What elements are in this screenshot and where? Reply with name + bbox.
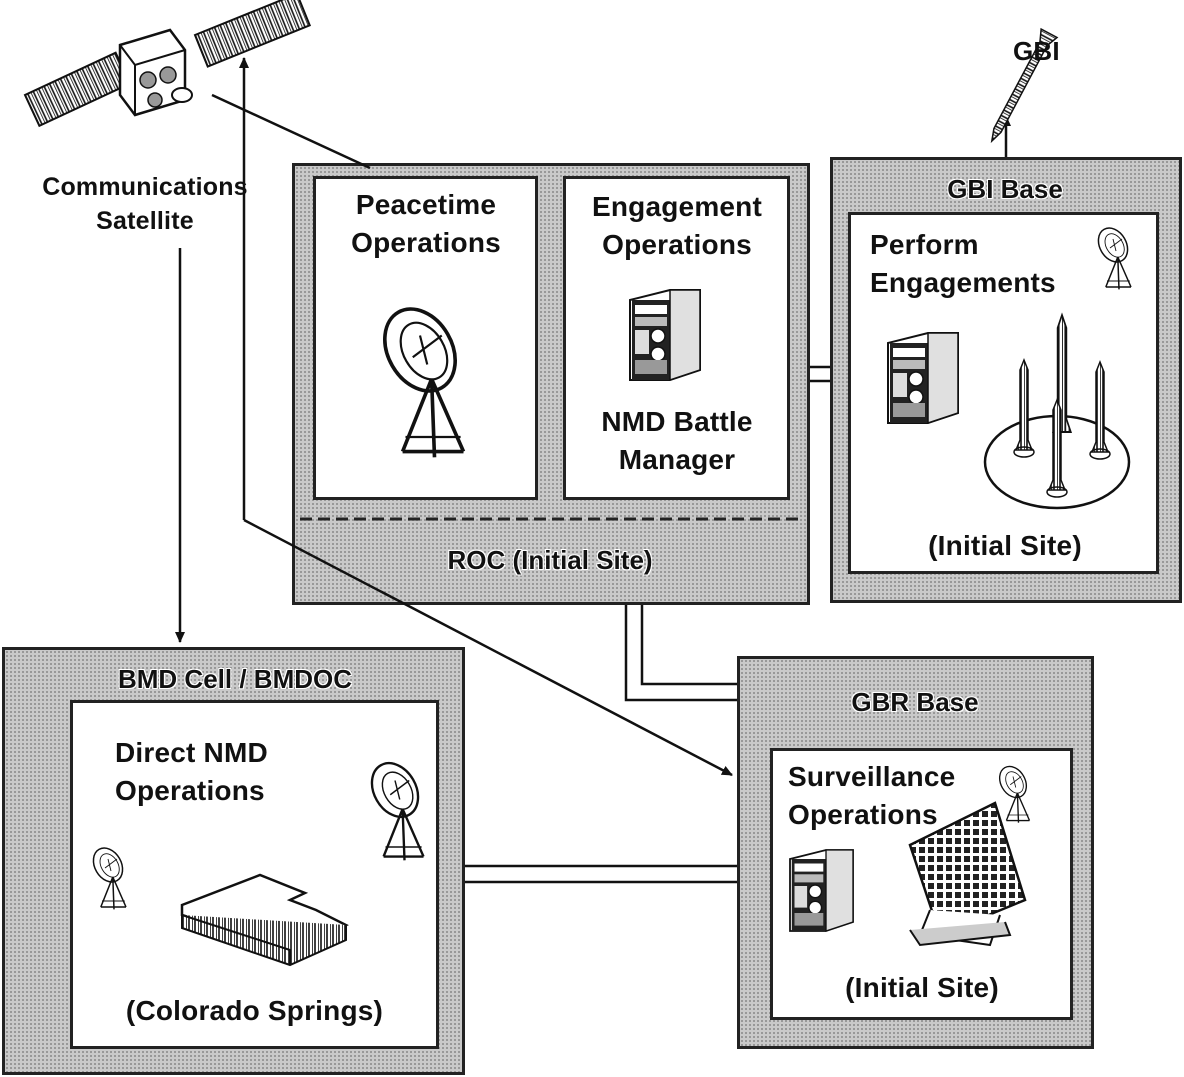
connector-bmd-gbr: [465, 864, 737, 884]
equipment-cabinet-icon: [629, 289, 701, 381]
line-satellite-to-roc: [211, 93, 371, 170]
bmd-cell-site: (Colorado Springs): [125, 995, 384, 1026]
gbi-base-site: (Initial Site): [928, 530, 1082, 561]
bmd-cell-panel: [70, 700, 439, 1049]
gbi-base-title: Perform Engagements: [870, 229, 1056, 298]
gbi-base-header: GBI Base: [947, 174, 1063, 204]
phased-array-radar-icon: [908, 801, 1027, 947]
satellite-icon: [23, 0, 312, 128]
small-antenna-icon: [993, 760, 1033, 824]
gbr-base-title: Surveillance Operations: [788, 761, 956, 830]
battle-manager-label: NMD Battle Manager: [601, 406, 753, 475]
connector-roc-gbr: [624, 605, 737, 702]
engagement-operations-label: Engagement Operations: [591, 191, 763, 260]
equipment-cabinet-icon: [789, 849, 854, 932]
gbi-missile-icon: [990, 27, 1059, 144]
peacetime-operations-label: Peacetime Operations: [351, 189, 501, 258]
equipment-cabinet-icon: [887, 332, 959, 424]
small-antenna-icon: [86, 842, 130, 911]
bmd-cell-title: Direct NMD Operations: [115, 737, 268, 806]
gbi-label: GBI: [1013, 36, 1060, 66]
roc-header: ROC (Initial Site): [447, 545, 653, 575]
radar-dish-icon: [368, 294, 472, 460]
satellite-label: Communications Satellite: [42, 173, 248, 235]
arrow-to-gbr: [243, 518, 733, 777]
building-icon: [180, 873, 349, 967]
radar-dish-icon: [361, 753, 429, 862]
gbr-base-header: GBR Base: [851, 687, 979, 717]
bmd-cell-header: BMD Cell / BMDOC: [118, 664, 352, 694]
small-antenna-icon: [1091, 222, 1135, 291]
missile-silo-icon: [983, 314, 1131, 510]
gbr-base-site: (Initial Site): [845, 972, 999, 1003]
connector-roc-gbi: [810, 365, 830, 383]
